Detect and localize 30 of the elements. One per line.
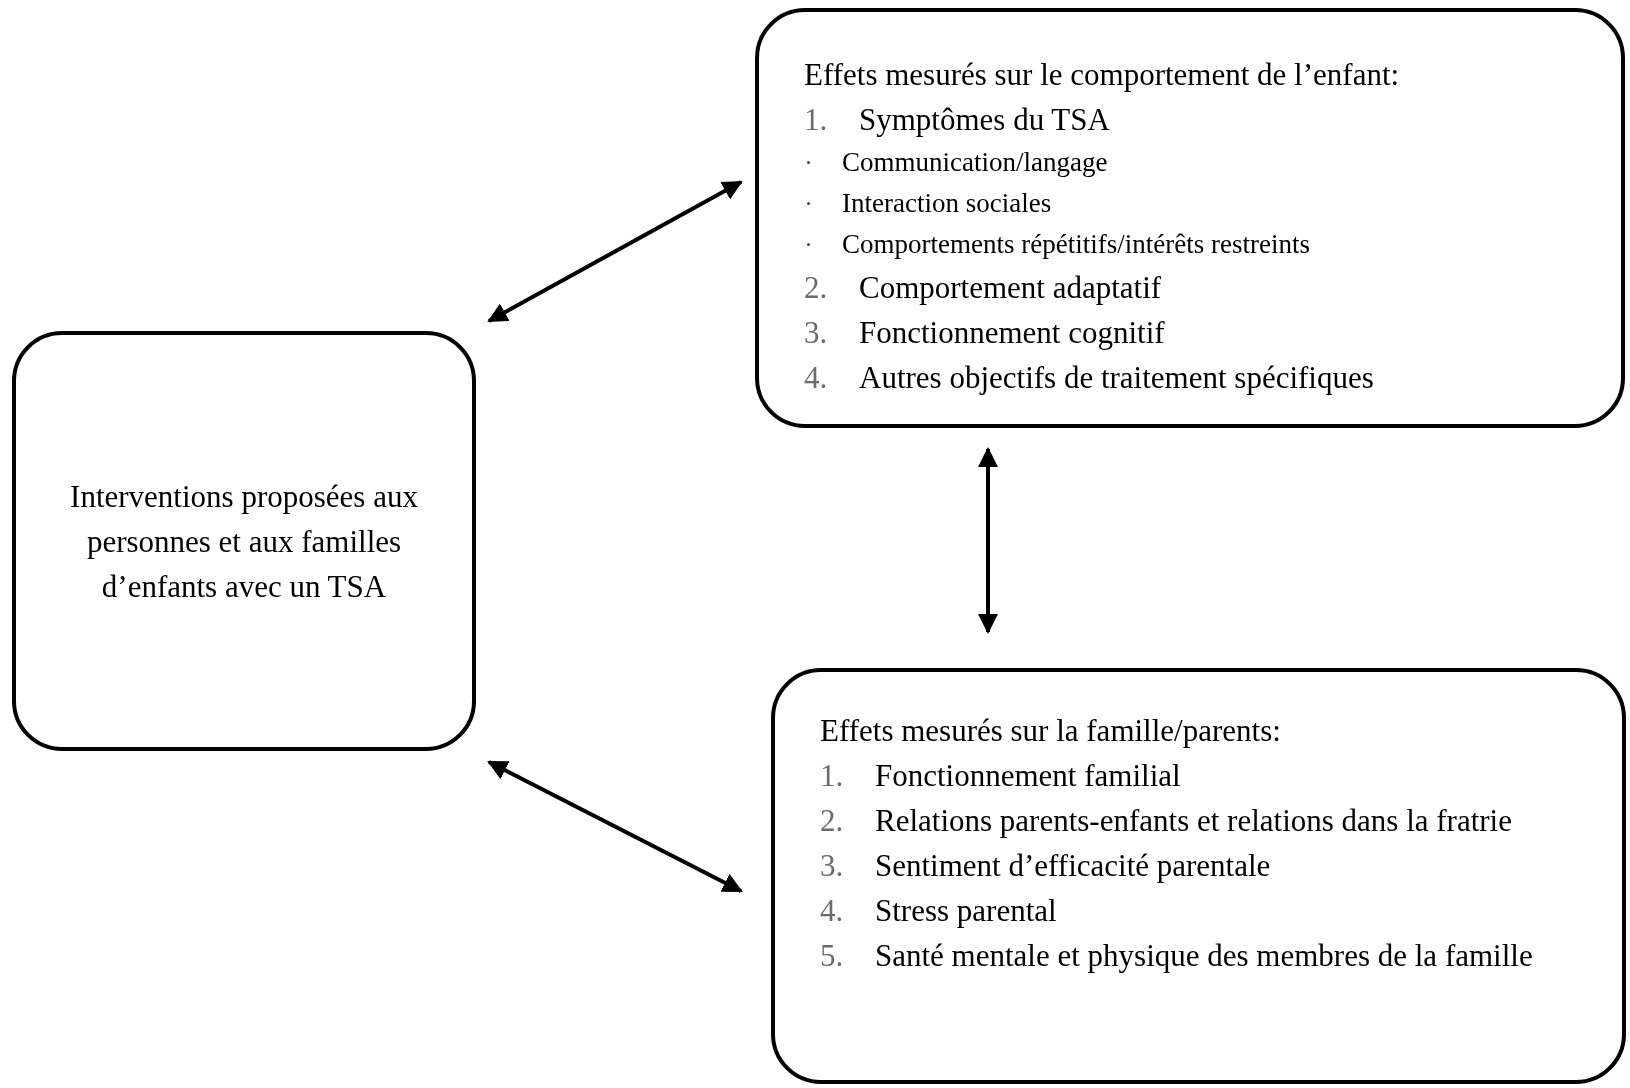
list-item: Comportements répétitifs/intérêts restreints [842,228,1310,261]
list-item: Symptômes du TSA [859,101,1110,139]
list-item: Santé mentale et physique des membres de la famille [875,937,1533,975]
list-item: Interaction sociales [842,187,1052,220]
list-item: Relations parents-enfants et relations dans la fratrie [875,802,1512,840]
list-number: 2. [804,269,829,307]
list-number: 4. [820,892,845,930]
list-item: Fonctionnement cognitif [859,314,1165,352]
box-heading: Effets mesurés sur la famille/parents: [820,712,1282,750]
intervention-box [12,331,476,751]
list-number: 1. [804,101,829,139]
outcome-box [771,668,1626,1084]
list-number: 3. [804,314,829,352]
list-number: 1. [820,757,845,795]
list-item: Fonctionnement familial [875,757,1181,795]
double-arrow [487,180,743,323]
list-item: Sentiment d’efficacité parentale [875,847,1271,885]
node-text: Interventions proposées aux personnes et aux familles d’enfants avec un TSA [69,477,419,606]
list-number: 4. [804,359,829,397]
list-item: Communication/langage [842,146,1108,179]
list-number: 5. [820,937,845,975]
list-item: Stress parental [875,892,1057,930]
outcome-box [755,8,1625,428]
list-item: Comportement adaptatif [859,269,1162,307]
list-item: Autres objectifs de traitement spécifiques [859,359,1374,397]
list-number: 3. [820,847,845,885]
list-number: 2. [820,802,845,840]
box-heading: Effets mesurés sur le comportement de l’enfant: [804,56,1401,94]
double-arrow [487,760,743,893]
double-arrow [978,447,998,634]
